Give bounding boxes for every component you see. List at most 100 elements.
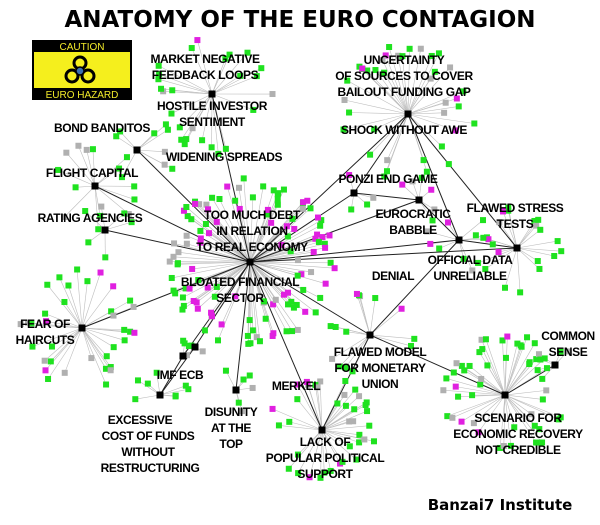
edge-shock [407,78,431,115]
satellite-node [170,287,177,294]
link-eurocratic-central [249,199,420,263]
satellite-node [294,272,301,279]
satellite-node [151,130,158,137]
satellite-node [420,157,427,164]
edge-scenario [504,390,547,396]
edge-fear-of-haircuts [81,327,125,341]
edge-fear-of-haircuts [81,327,112,368]
satellite-node [155,62,162,69]
edge-flawed-model [339,334,371,367]
edge-scenario [504,394,532,415]
satellite-node [383,168,390,175]
edge-fear-of-haircuts [81,327,107,357]
satellite-node [43,318,50,325]
edge-central [186,235,251,263]
satellite-node [436,245,443,252]
edge-lack-of-support [278,425,323,431]
satellite-node [155,76,162,83]
edge-lack-of-support [321,429,341,464]
satellite-node [398,305,405,312]
edge-central [197,261,251,309]
satellite-node [469,267,476,274]
satellite-node [293,301,300,308]
edge-central [186,206,251,263]
edge-market-negative [201,93,213,141]
label-scenario-1: SCENARIO FOR [474,411,562,425]
satellite-node [189,265,196,272]
edge-shock [407,113,456,131]
edge-flawed-model [345,334,371,368]
edge-central [173,256,251,263]
satellite-node [500,443,507,450]
satellite-node [253,73,260,80]
edge-eurocratic [418,177,423,201]
edge-central [243,178,251,263]
edge-market-negative [197,39,213,95]
link-eurocratic-official-data [418,199,460,241]
label-market-negative-2: FEEDBACK LOOPS [152,68,259,82]
satellite-node [343,328,350,335]
edge-flawed-stress [502,211,518,249]
edge-fear-of-haircuts [81,300,131,329]
label-fear-of-haircuts-1: FEAR OF [20,317,70,331]
satellite-node [327,467,334,474]
satellite-node [460,255,467,262]
edge-scenario [469,365,506,396]
satellite-node [179,294,186,301]
satellite-node [364,201,371,208]
satellite-node [295,470,302,477]
satellite-node [558,248,565,255]
satellite-node [440,387,447,394]
satellite-node [370,194,377,201]
satellite-node [475,259,482,266]
label-ponzi-end-game: PONZI END GAME [338,172,437,186]
satellite-node [85,239,92,246]
satellite-node [452,383,459,390]
label-eurocratic-babble-1: EUROCRATIC [375,207,451,221]
edge-shock [407,91,464,115]
hub-node-imf [179,352,187,360]
satellite-node [308,269,315,276]
satellite-node [517,289,524,296]
satellite-node [127,297,134,304]
satellite-node [183,136,190,143]
satellite-node [312,309,319,316]
label-eurocratic-babble-2: BABBLE [389,223,437,237]
label-flawed-model-2: FOR MONETARY [334,361,426,375]
edge-scenario [473,394,506,424]
satellite-node [47,358,54,365]
edge-central [171,261,251,279]
link-central-flight-capital [94,185,251,263]
edge-shock [386,113,409,172]
link-central-official-data [249,239,460,263]
satellite-node [555,416,562,423]
satellite-node [329,355,336,362]
satellite-node [205,206,212,213]
edge-shock [407,53,440,115]
satellite-node [256,338,263,345]
link-central-market-negative [211,93,251,263]
label-official-data-2: UNRELIABLE [433,269,507,283]
satellite-node [107,364,114,371]
edge-central [249,261,335,269]
satellite-node [427,75,434,82]
link-shock-flawed-stress [407,113,518,249]
edge-fear-of-haircuts [81,327,114,348]
edge-shock [407,48,410,115]
satellite-node [186,285,193,292]
satellite-node [232,197,239,204]
satellite-node [346,109,353,116]
label-rating-agencies: RATING AGENCIES [38,211,143,225]
satellite-node [476,349,483,356]
satellite-node [189,125,196,132]
label-widening-spreads: WIDENING SPREADS [166,150,283,164]
satellite-node [278,241,285,248]
satellite-node [460,88,467,95]
link-central-flawed-model [249,261,371,336]
satellite-node [485,236,492,243]
satellite-node [479,346,486,353]
satellite-node [340,126,347,133]
satellite-node [458,362,465,369]
satellite-node [183,204,190,211]
link-shock-ponzi [353,113,409,194]
